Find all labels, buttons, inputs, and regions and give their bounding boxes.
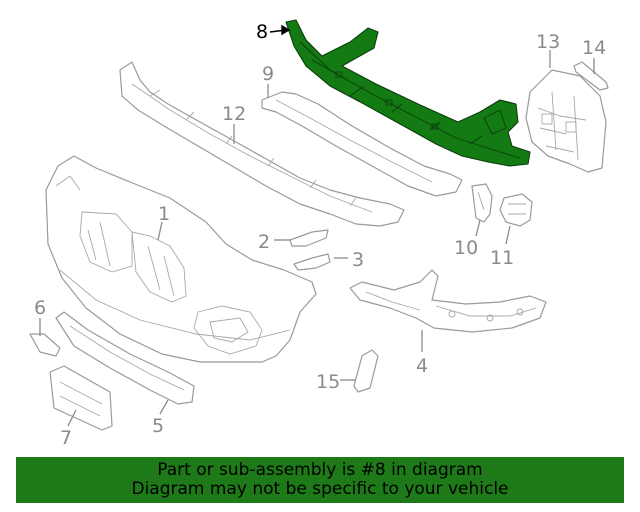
part-12-upper-guide[interactable] <box>119 61 405 227</box>
part-15-reflector[interactable] <box>353 349 379 393</box>
callout-2: 2 <box>258 231 270 253</box>
callout-8: 8 <box>256 21 268 43</box>
callout-3: 3 <box>352 249 364 271</box>
part-13-crash-bracket[interactable] <box>525 69 607 173</box>
part-2-clip[interactable] <box>289 229 329 247</box>
part-1-bumper-cover[interactable] <box>45 155 317 363</box>
part-5-lower-strip[interactable] <box>55 311 195 405</box>
callout-10: 10 <box>454 237 478 259</box>
callout-6: 6 <box>34 297 46 319</box>
callout-7: 7 <box>60 427 72 449</box>
leader-lines <box>39 24 595 427</box>
part-6-trim[interactable] <box>29 333 61 357</box>
callout-5: 5 <box>152 415 164 437</box>
banner-line-2: Diagram may not be specific to your vehi… <box>131 479 509 499</box>
part-3-bracket[interactable] <box>293 253 331 271</box>
callout-12: 12 <box>222 103 246 125</box>
part-11-mount-bracket[interactable] <box>499 193 533 227</box>
callout-15: 15 <box>316 371 340 393</box>
callout-4: 4 <box>416 355 428 377</box>
callout-14: 14 <box>582 37 606 59</box>
callout-9: 9 <box>262 63 274 85</box>
banner-line-1: Part or sub-assembly is #8 in diagram <box>157 460 483 480</box>
part-10-bracket[interactable] <box>471 183 493 223</box>
part-8-bumper-carrier[interactable] <box>285 19 531 167</box>
part-7-plate-bracket[interactable] <box>49 365 113 431</box>
callout-13: 13 <box>536 31 560 53</box>
part-4-side-guide[interactable] <box>349 269 547 333</box>
part-9-absorber[interactable] <box>261 91 463 197</box>
callout-11: 11 <box>490 247 514 269</box>
callout-1: 1 <box>158 203 170 225</box>
part-14-plate[interactable] <box>573 61 609 91</box>
info-banner: Part or sub-assembly is #8 in diagram Di… <box>16 457 624 503</box>
